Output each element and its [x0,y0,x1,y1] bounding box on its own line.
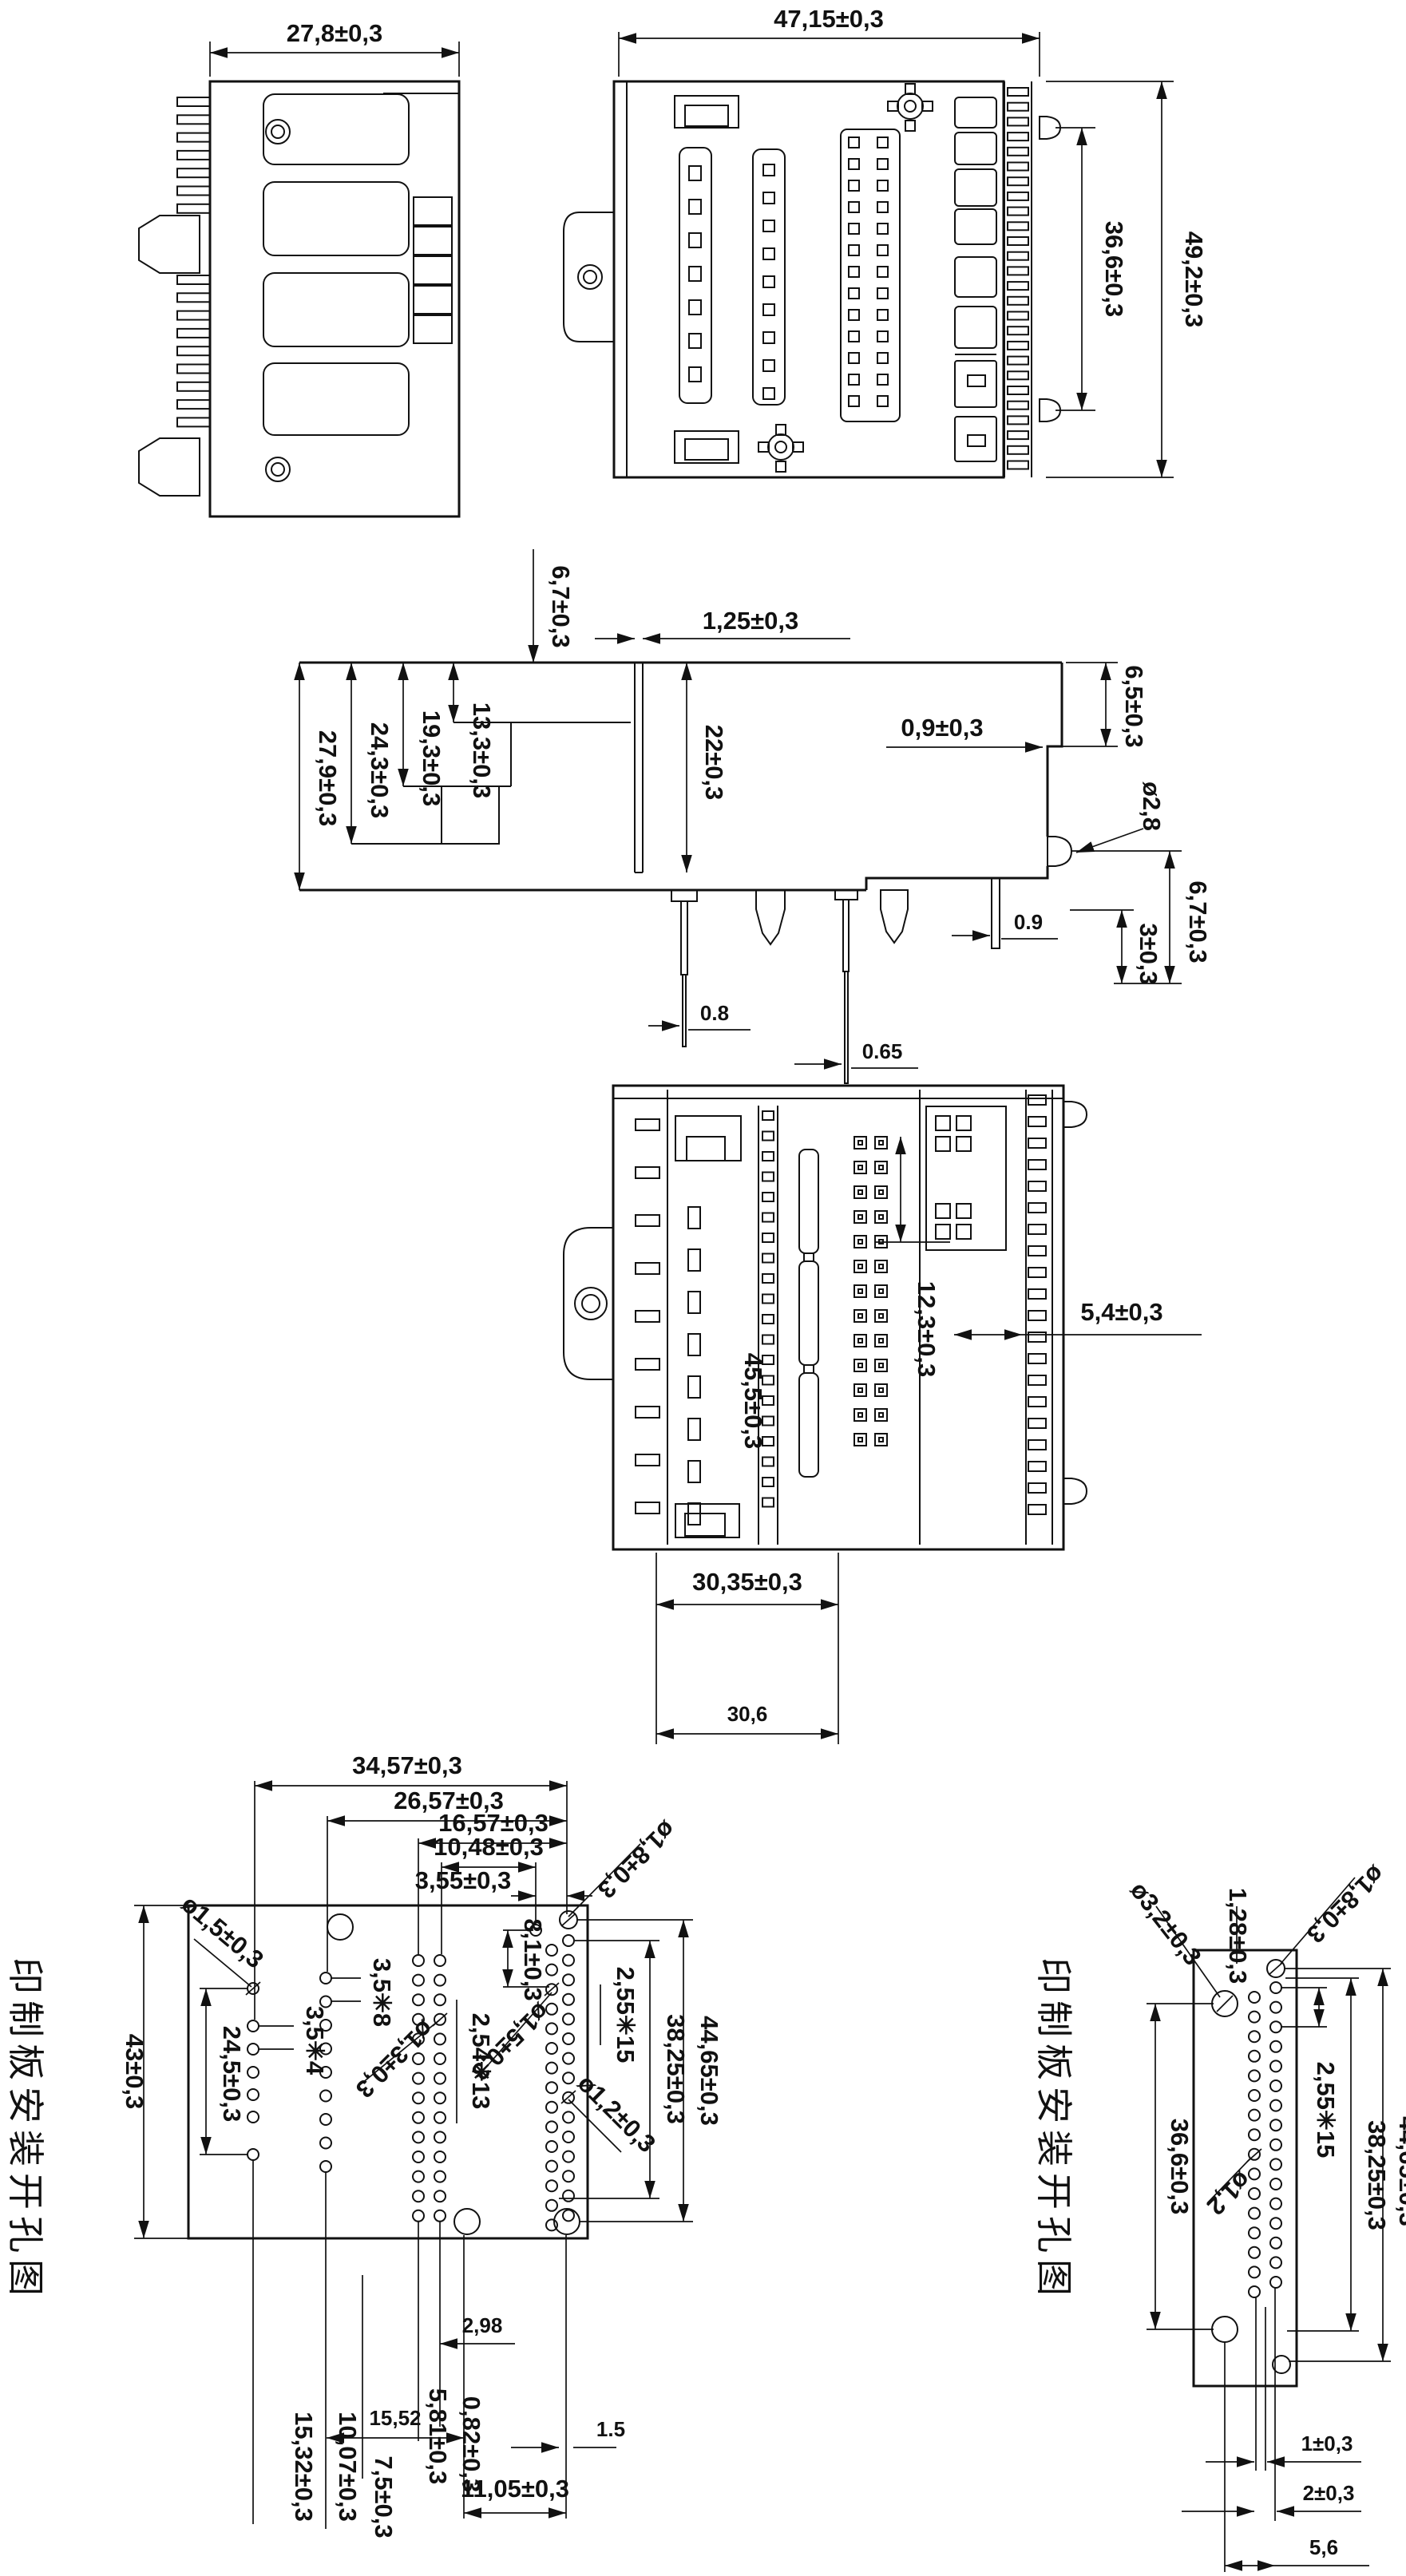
dim-pcbl-1552: 15,52 [369,2406,421,2430]
dim-pcbl-1048: 10,48±0,3 [434,1833,544,1861]
dim-side-htotal: 27,9±0,3 [314,730,342,826]
dim-front-height: 49,2±0,3 [1180,231,1208,327]
dim-pcbl-3825: 38,25±0,3 [662,2014,690,2124]
dim-pcbl-2657: 26,57±0,3 [394,1787,504,1814]
dim-front-pinspan: 36,6±0,3 [1100,221,1128,317]
dim-pcbr-56: 5,6 [1309,2535,1338,2559]
dim-pcbl-43: 43±0,3 [121,2034,149,2110]
rear-view: 27,8±0,3 [138,19,461,518]
dim-pcbr-2: 2±0,3 [1303,2481,1355,2505]
dim-pcbl-581: 5,81±0,3 [424,2388,452,2484]
caption-pcb-right: 印制板安装开孔图 [1033,1957,1074,2302]
dim-v4-slotlen: 45,5±0,3 [739,1353,767,1449]
dim-pcbl-1007: 10,07±0,3 [334,2412,362,2522]
dim-side-pegdia: ø2,8 [1138,782,1166,831]
dim-pcbl-4465: 44,65±0,3 [695,2016,723,2126]
dim-pcbl-082: 0,82±0,3 [457,2396,485,2492]
solder-pins [671,877,1000,1084]
dim-pcbl-1532: 15,32±0,3 [290,2412,318,2522]
dim-front-width: 47,15±0,3 [774,5,884,33]
dim-pcbl-dia12: ø1,2±0,3 [572,2069,661,2158]
dim-pcbl-p254: 2,54✳13 [467,2013,495,2110]
dim-side-pegoff: 3±0,3 [1135,923,1162,984]
dim-pcbl-p35x8: 3,5✳8 [368,1958,396,2027]
dim-side-h3: 13,3±0,3 [468,702,496,798]
dim-pcbr-dia18: ø1,8±0,3 [1301,1860,1390,1949]
terminal-boxes [954,97,997,462]
dim-pcbr-p255: 2,55✳15 [1312,2062,1340,2159]
screw-boss-top [887,83,933,132]
side-view: 27,9±0,3 24,3±0,3 19,3±0,3 13,3±0,3 22±0… [294,549,1212,1084]
dim-pcbl-1105: 11,05±0,3 [461,2475,569,2503]
dim-pcbl-3457: 34,57±0,3 [352,1751,462,1779]
dim-side-wall: 0,9±0,3 [901,714,983,742]
side-view-2: 45,5±0,3 12,3±0,3 5,4±0,3 30,35±0,3 30,6 [563,1084,1202,1744]
dim-v4-w1: 30,35±0,3 [692,1568,802,1596]
dim-pcbr-366: 36,6±0,3 [1166,2119,1194,2214]
dim-pcbl-15: 1.5 [596,2417,625,2441]
dim-side-pin1: 0.8 [700,1001,729,1025]
caption-pcb-left: 印制板安装开孔图 [5,1957,46,2302]
screw-boss-bottom [758,424,804,473]
front-view: 47,15±0,3 [563,5,1208,479]
dim-pcbl-298: 2,98 [462,2313,503,2337]
dim-pcbr-dia32: ø3,2±0,3 [1125,1877,1207,1971]
dim-rear-width: 27,8±0,3 [287,19,382,47]
pcb-hole-map-left: 34,57±0,3 26,57±0,3 16,57±0,3 10,48±0,3 … [121,1751,723,2538]
dim-pcbl-p35x4: 3,5✳4 [301,2006,329,2075]
dim-pcbl-355: 3,55±0,3 [415,1866,511,1894]
dim-pcbr-128: 1,28±0,3 [1224,1888,1252,1984]
dim-pcbl-dia18: ø1,8±0,3 [592,1815,681,1904]
dim-pcbr-4465: 44,65±0,3 [1394,2116,1406,2226]
dim-v4-gridlen: 12,3±0,3 [913,1281,941,1377]
dim-pcbl-81: 8,1±0,3 [519,1918,547,2000]
pcb-hole-map-right: ø3,2±0,3 ø1,8±0,3 1,28±0,3 ø1,2 2,55✳15 … [1125,1860,1406,2572]
dim-side-pin2: 0.65 [862,1039,903,1063]
dim-side-pin3: 0.9 [1014,910,1043,934]
dim-side-peglen: 6,7±0,3 [1184,880,1212,963]
dim-pcbr-3825: 38,25±0,3 [1363,2120,1391,2230]
dim-v4-offset: 5,4±0,3 [1080,1298,1162,1326]
dim-pcbl-p255: 2,55✳15 [612,1967,640,2064]
dim-v4-w2: 30,6 [727,1702,768,1726]
dim-pcbl-245: 24,5±0,3 [218,2026,246,2122]
dim-pcbl-75: 7,5±0,3 [370,2455,398,2538]
dim-side-h1: 24,3±0,3 [366,722,394,818]
dim-side-pegtop: 6,5±0,3 [1120,665,1148,747]
dim-pcbl-dia13: ø1,3±0,3 [351,2015,439,2103]
dim-pcbr-1: 1±0,3 [1301,2432,1353,2455]
dim-pcbl-1657: 16,57±0,3 [438,1809,549,1837]
dim-side-tonguelen: 22±0,3 [700,725,728,801]
dim-side-tonguew: 1,25±0,3 [703,607,798,635]
dim-side-topoffset: 6,7±0,3 [547,565,575,647]
